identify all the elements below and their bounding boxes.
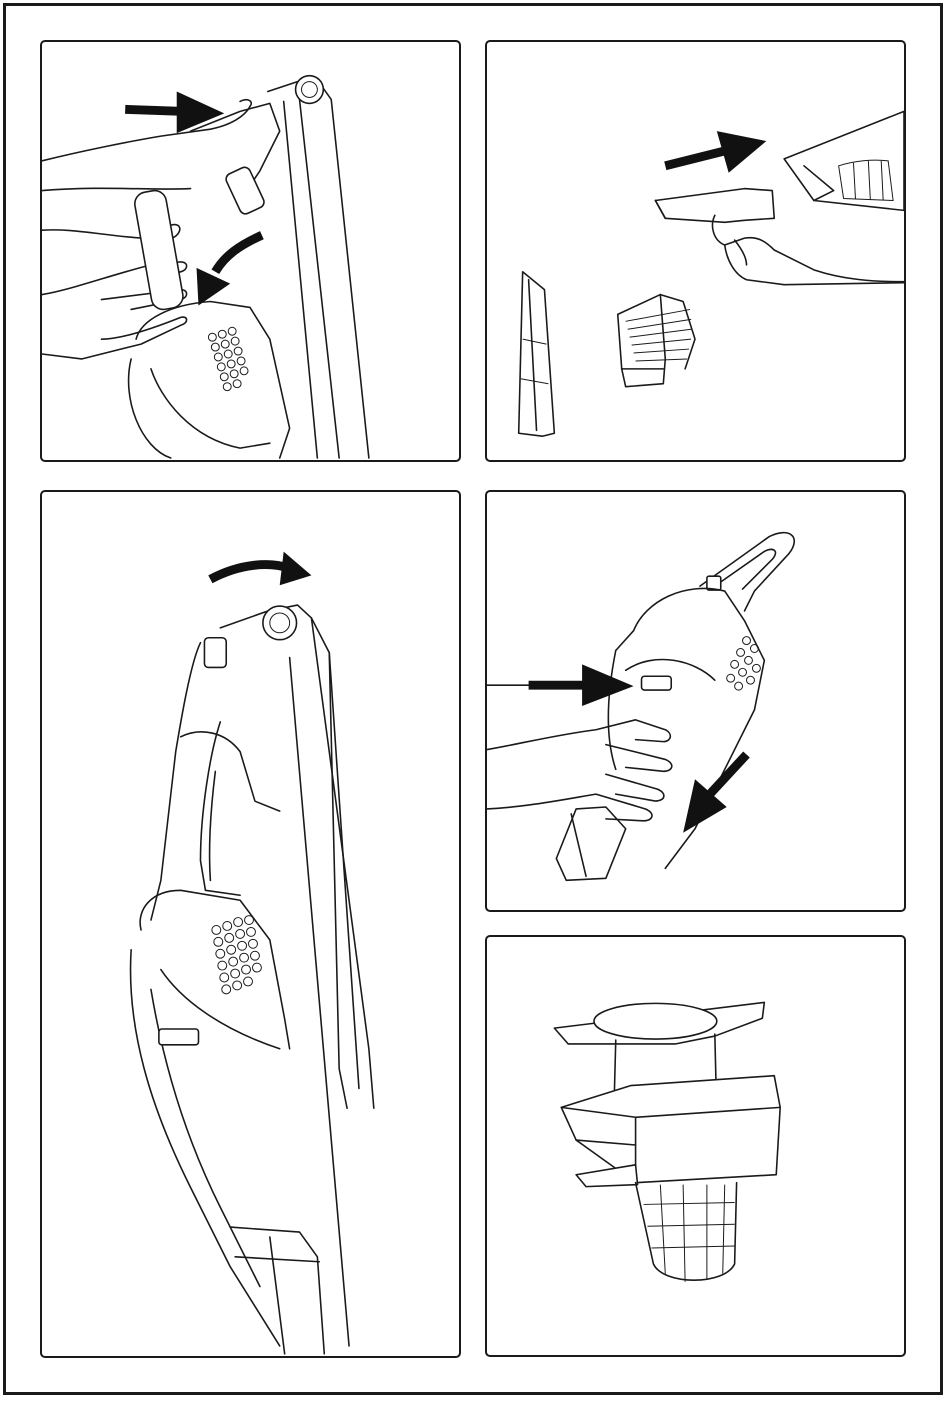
brush-tool-icon: [618, 295, 695, 387]
handheld-icon: [487, 492, 904, 910]
hand-icon: [487, 720, 670, 750]
panel-release-dust-cup: [485, 490, 906, 912]
panel-detach-handheld: [40, 40, 461, 462]
vacuum-icon: [42, 42, 459, 460]
push-arrow-icon: [665, 131, 766, 173]
vacuum-icon: [42, 492, 459, 1356]
filter-icon: [487, 937, 904, 1355]
panel-filter-assembly: [485, 935, 906, 1357]
pull-arrow-icon: [683, 754, 746, 832]
press-arrow-icon: [529, 664, 634, 706]
press-arrow-icon: [125, 92, 224, 134]
panel-attach-accessory: [485, 40, 906, 462]
pull-arrow-icon: [197, 235, 262, 305]
grille-icon: [727, 637, 761, 690]
panel-reattach-handheld: [40, 490, 461, 1358]
rotate-arrow-icon: [210, 552, 311, 586]
crevice-tool-icon: [519, 272, 555, 436]
grille-icon: [212, 916, 262, 994]
grille-icon: [208, 327, 248, 390]
